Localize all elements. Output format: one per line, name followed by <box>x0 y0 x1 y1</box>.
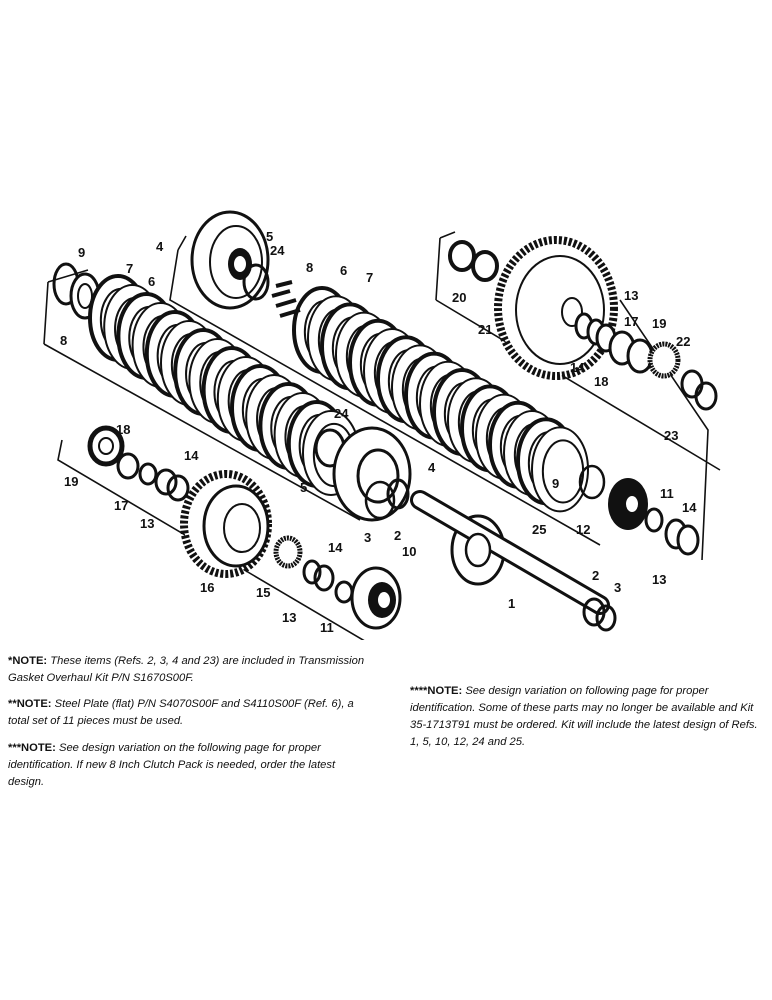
label-13d: 13 <box>282 610 296 625</box>
part-5-piston-housing <box>190 210 270 310</box>
label-11b: 11 <box>320 620 334 635</box>
note-1-tag: *NOTE: <box>8 655 48 667</box>
label-20: 20 <box>452 290 466 305</box>
part-24-seal-ring <box>242 263 270 301</box>
label-10: 10 <box>402 544 416 559</box>
label-16: 16 <box>200 580 214 595</box>
label-18b: 18 <box>116 422 130 437</box>
label-11a: 11 <box>660 486 674 501</box>
part-5-lower-piston <box>332 426 412 522</box>
label-6b: 6 <box>340 263 347 278</box>
part-16-ring-gear <box>180 470 272 578</box>
label-3b: 3 <box>614 580 621 595</box>
part-3-seal <box>364 480 396 520</box>
label-5b: 5 <box>300 480 307 495</box>
label-1: 1 <box>508 596 515 611</box>
label-8b: 8 <box>306 260 313 275</box>
clutch-plate-bore <box>541 439 585 504</box>
reference-labels: 9 8 7 6 4 5 24 8 6 7 20 21 13 17 19 22 1… <box>60 229 697 635</box>
part-12-thrust-plate <box>608 478 648 530</box>
parts-13-14-17-18-lower-set <box>116 452 190 502</box>
label-12: 12 <box>576 522 590 537</box>
label-14a: 14 <box>570 360 585 375</box>
part-19-bearing <box>87 425 125 467</box>
label-15: 15 <box>256 585 270 600</box>
part-10-clutch-hub <box>350 566 402 630</box>
label-9a: 9 <box>78 245 85 260</box>
label-14b: 14 <box>682 500 697 515</box>
note-4-tag: ****NOTE: <box>410 685 463 697</box>
label-24a: 24 <box>270 243 285 258</box>
note-kit-variation: ****NOTE: See design variation on follow… <box>410 683 762 751</box>
label-13c: 13 <box>140 516 154 531</box>
parts-13-14-center-set <box>302 559 354 604</box>
label-21: 21 <box>478 322 492 337</box>
label-24b: 24 <box>334 406 349 421</box>
note-gasket-kit: *NOTE: These items (Refs. 2, 3, 4 and 23… <box>8 653 368 687</box>
exploded-parts-diagram: 9 8 7 6 4 5 24 8 6 7 20 21 13 17 19 22 1… <box>43 210 721 640</box>
note-1-text: These items (Refs. 2, 3, 4 and 23) are i… <box>8 655 365 684</box>
part-8-keys <box>271 280 301 318</box>
label-2b: 2 <box>592 568 599 583</box>
label-13b: 13 <box>652 572 666 587</box>
note-4-text: See design variation on following page f… <box>410 685 758 748</box>
label-4b: 4 <box>428 460 436 475</box>
part-21-drive-gear <box>494 236 618 380</box>
label-23: 23 <box>664 428 678 443</box>
right-bracket <box>435 231 721 561</box>
label-25: 25 <box>532 522 546 537</box>
label-17a: 17 <box>624 314 638 329</box>
label-4a: 4 <box>156 239 164 254</box>
note-steel-plate: **NOTE: Steel Plate (flat) P/N S4070S00F… <box>8 696 368 730</box>
label-7a: 7 <box>126 261 133 276</box>
label-6a: 6 <box>148 274 155 289</box>
note-2-tag: **NOTE: <box>8 698 52 710</box>
label-3a: 3 <box>364 530 371 545</box>
part-20-bearings <box>448 240 499 282</box>
label-22: 22 <box>676 334 690 349</box>
note-2-text: Steel Plate (flat) P/N S4070S00F and S41… <box>8 698 354 727</box>
right-clutch-pack <box>292 286 589 513</box>
label-8a: 8 <box>60 333 67 348</box>
part-2-3-shaft-rings <box>582 597 617 632</box>
lower-bracket <box>57 439 365 640</box>
part-22-spring <box>647 341 681 379</box>
label-9b: 9 <box>552 476 559 491</box>
label-17b: 17 <box>114 498 128 513</box>
part-1-output-shaft <box>410 490 610 615</box>
label-19b: 19 <box>64 474 78 489</box>
washer-ring <box>626 338 654 374</box>
label-14d: 14 <box>328 540 343 555</box>
label-14c: 14 <box>184 448 199 463</box>
parts-11-13-14-right-set <box>644 507 700 556</box>
label-2a: 2 <box>394 528 401 543</box>
label-13a: 13 <box>624 288 638 303</box>
note-clutch-pack: ***NOTE: See design variation on the fol… <box>8 740 368 791</box>
label-7b: 7 <box>366 270 373 285</box>
part-9-right-ring <box>578 464 606 500</box>
note-3-tag: ***NOTE: <box>8 742 56 754</box>
middle-bracket <box>169 235 601 546</box>
left-clutch-pack <box>88 274 360 496</box>
part-2-seal <box>386 478 410 510</box>
label-18a: 18 <box>594 374 608 389</box>
note-3-text: See design variation on the following pa… <box>8 742 336 788</box>
label-5a: 5 <box>266 229 273 244</box>
part-23-seal-rings <box>680 369 718 411</box>
part-15-needle-bearing <box>273 535 303 569</box>
label-19a: 19 <box>652 316 666 331</box>
